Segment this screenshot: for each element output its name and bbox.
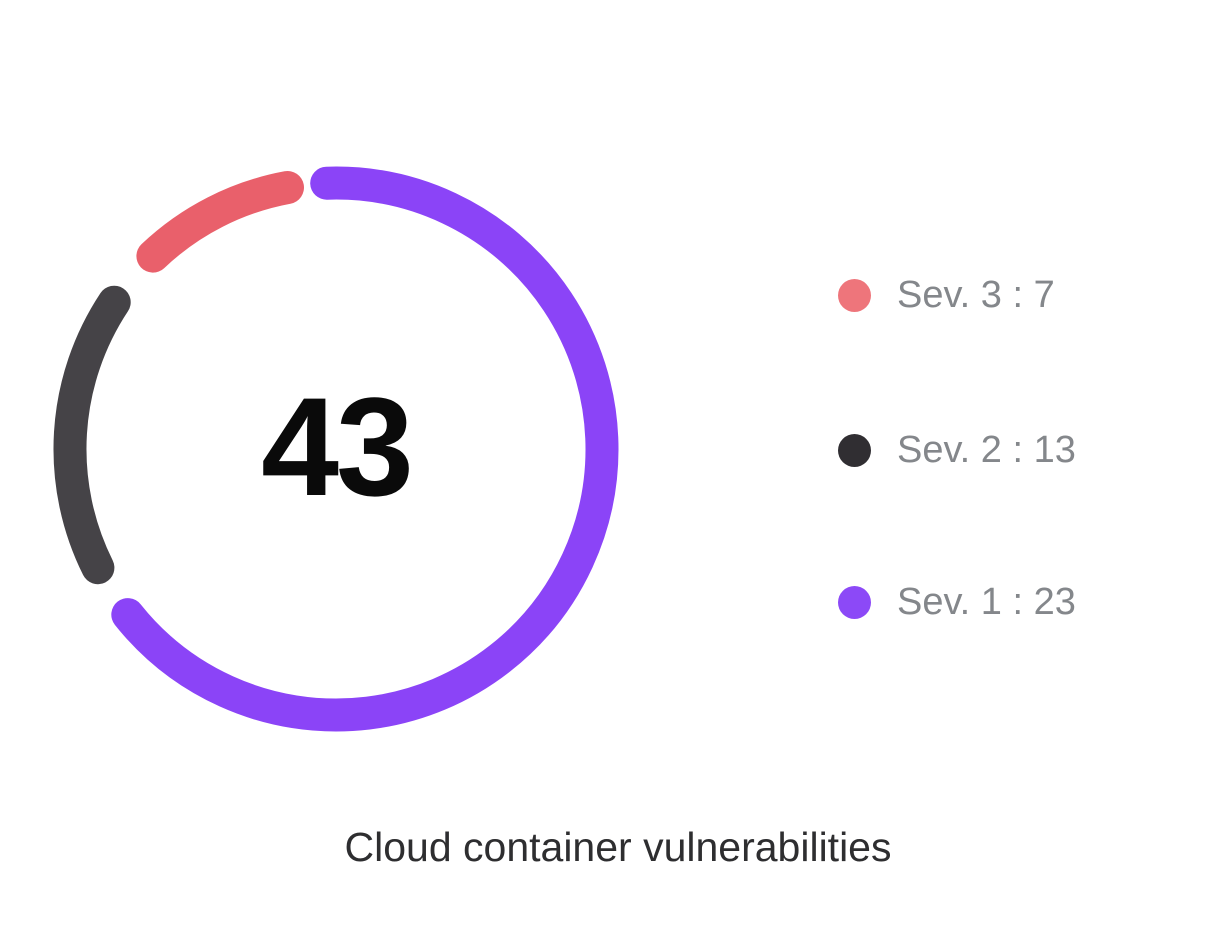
donut-arc-sev-3[interactable] xyxy=(136,171,304,273)
chart-legend: Sev. 3 : 7 Sev. 2 : 13 Sev. 1 : 23 xyxy=(838,0,1138,720)
legend-dot-sev-2-icon xyxy=(838,433,871,467)
donut-total-value: 43 xyxy=(261,368,414,525)
chart-title: Cloud container vulnerabilities xyxy=(344,824,892,870)
donut-arc-sev-1[interactable] xyxy=(111,166,619,732)
donut-arc-sev-2[interactable] xyxy=(53,285,131,585)
legend-item-sev-1[interactable]: Sev. 1 : 23 xyxy=(838,578,1076,626)
legend-item-sev-2[interactable]: Sev. 2 : 13 xyxy=(838,426,1076,474)
donut-arcs xyxy=(53,166,619,732)
legend-label-sev-3: Sev. 3 : 7 xyxy=(897,274,1055,316)
legend-label-sev-2: Sev. 2 : 13 xyxy=(897,429,1076,471)
legend-dot-sev-1-icon xyxy=(838,585,871,619)
legend-dot-sev-3-icon xyxy=(838,278,871,312)
legend-item-sev-3[interactable]: Sev. 3 : 7 xyxy=(838,271,1055,319)
legend-label-sev-1: Sev. 1 : 23 xyxy=(897,581,1076,623)
